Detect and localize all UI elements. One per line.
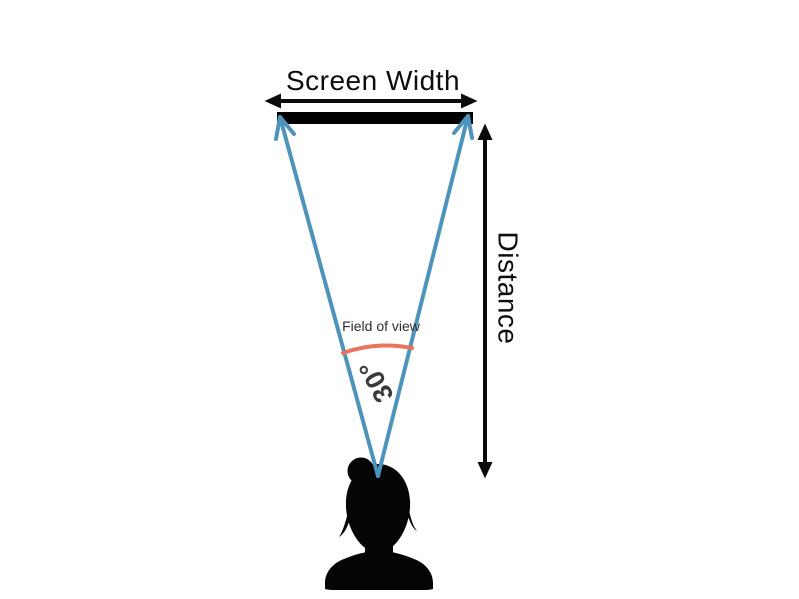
viewer-neck [365, 533, 393, 553]
fov-angle-label: 30° [352, 355, 399, 408]
field-of-view-label: Field of view [342, 318, 421, 334]
viewer-head [345, 464, 411, 552]
distance-label: Distance [493, 232, 524, 345]
viewer-hair-wisp-right [407, 505, 417, 531]
screen-bar [277, 112, 473, 124]
viewer-shoulders [325, 551, 433, 590]
screen-width-arrow [264, 93, 478, 109]
view-line-right [376, 114, 470, 478]
view-line-arrowhead-left-icon [274, 115, 296, 141]
view-line-left [278, 115, 380, 478]
fov-arc [341, 343, 414, 355]
viewer-hair-bun [347, 457, 375, 485]
view-line-arrowhead-right-icon [452, 114, 474, 140]
view-cone [274, 114, 474, 478]
distance-arrowhead-bottom-icon [477, 462, 493, 479]
viewer-hair-wisp-left [339, 508, 350, 537]
distance-arrowhead-top-icon [477, 123, 493, 140]
screen-width-arrowhead-right-icon [461, 93, 478, 109]
screen-width-label: Screen Width [286, 65, 460, 96]
viewer-silhouette-icon [325, 457, 433, 590]
distance-arrow [477, 123, 493, 479]
screen-width-arrowhead-left-icon [264, 93, 281, 109]
